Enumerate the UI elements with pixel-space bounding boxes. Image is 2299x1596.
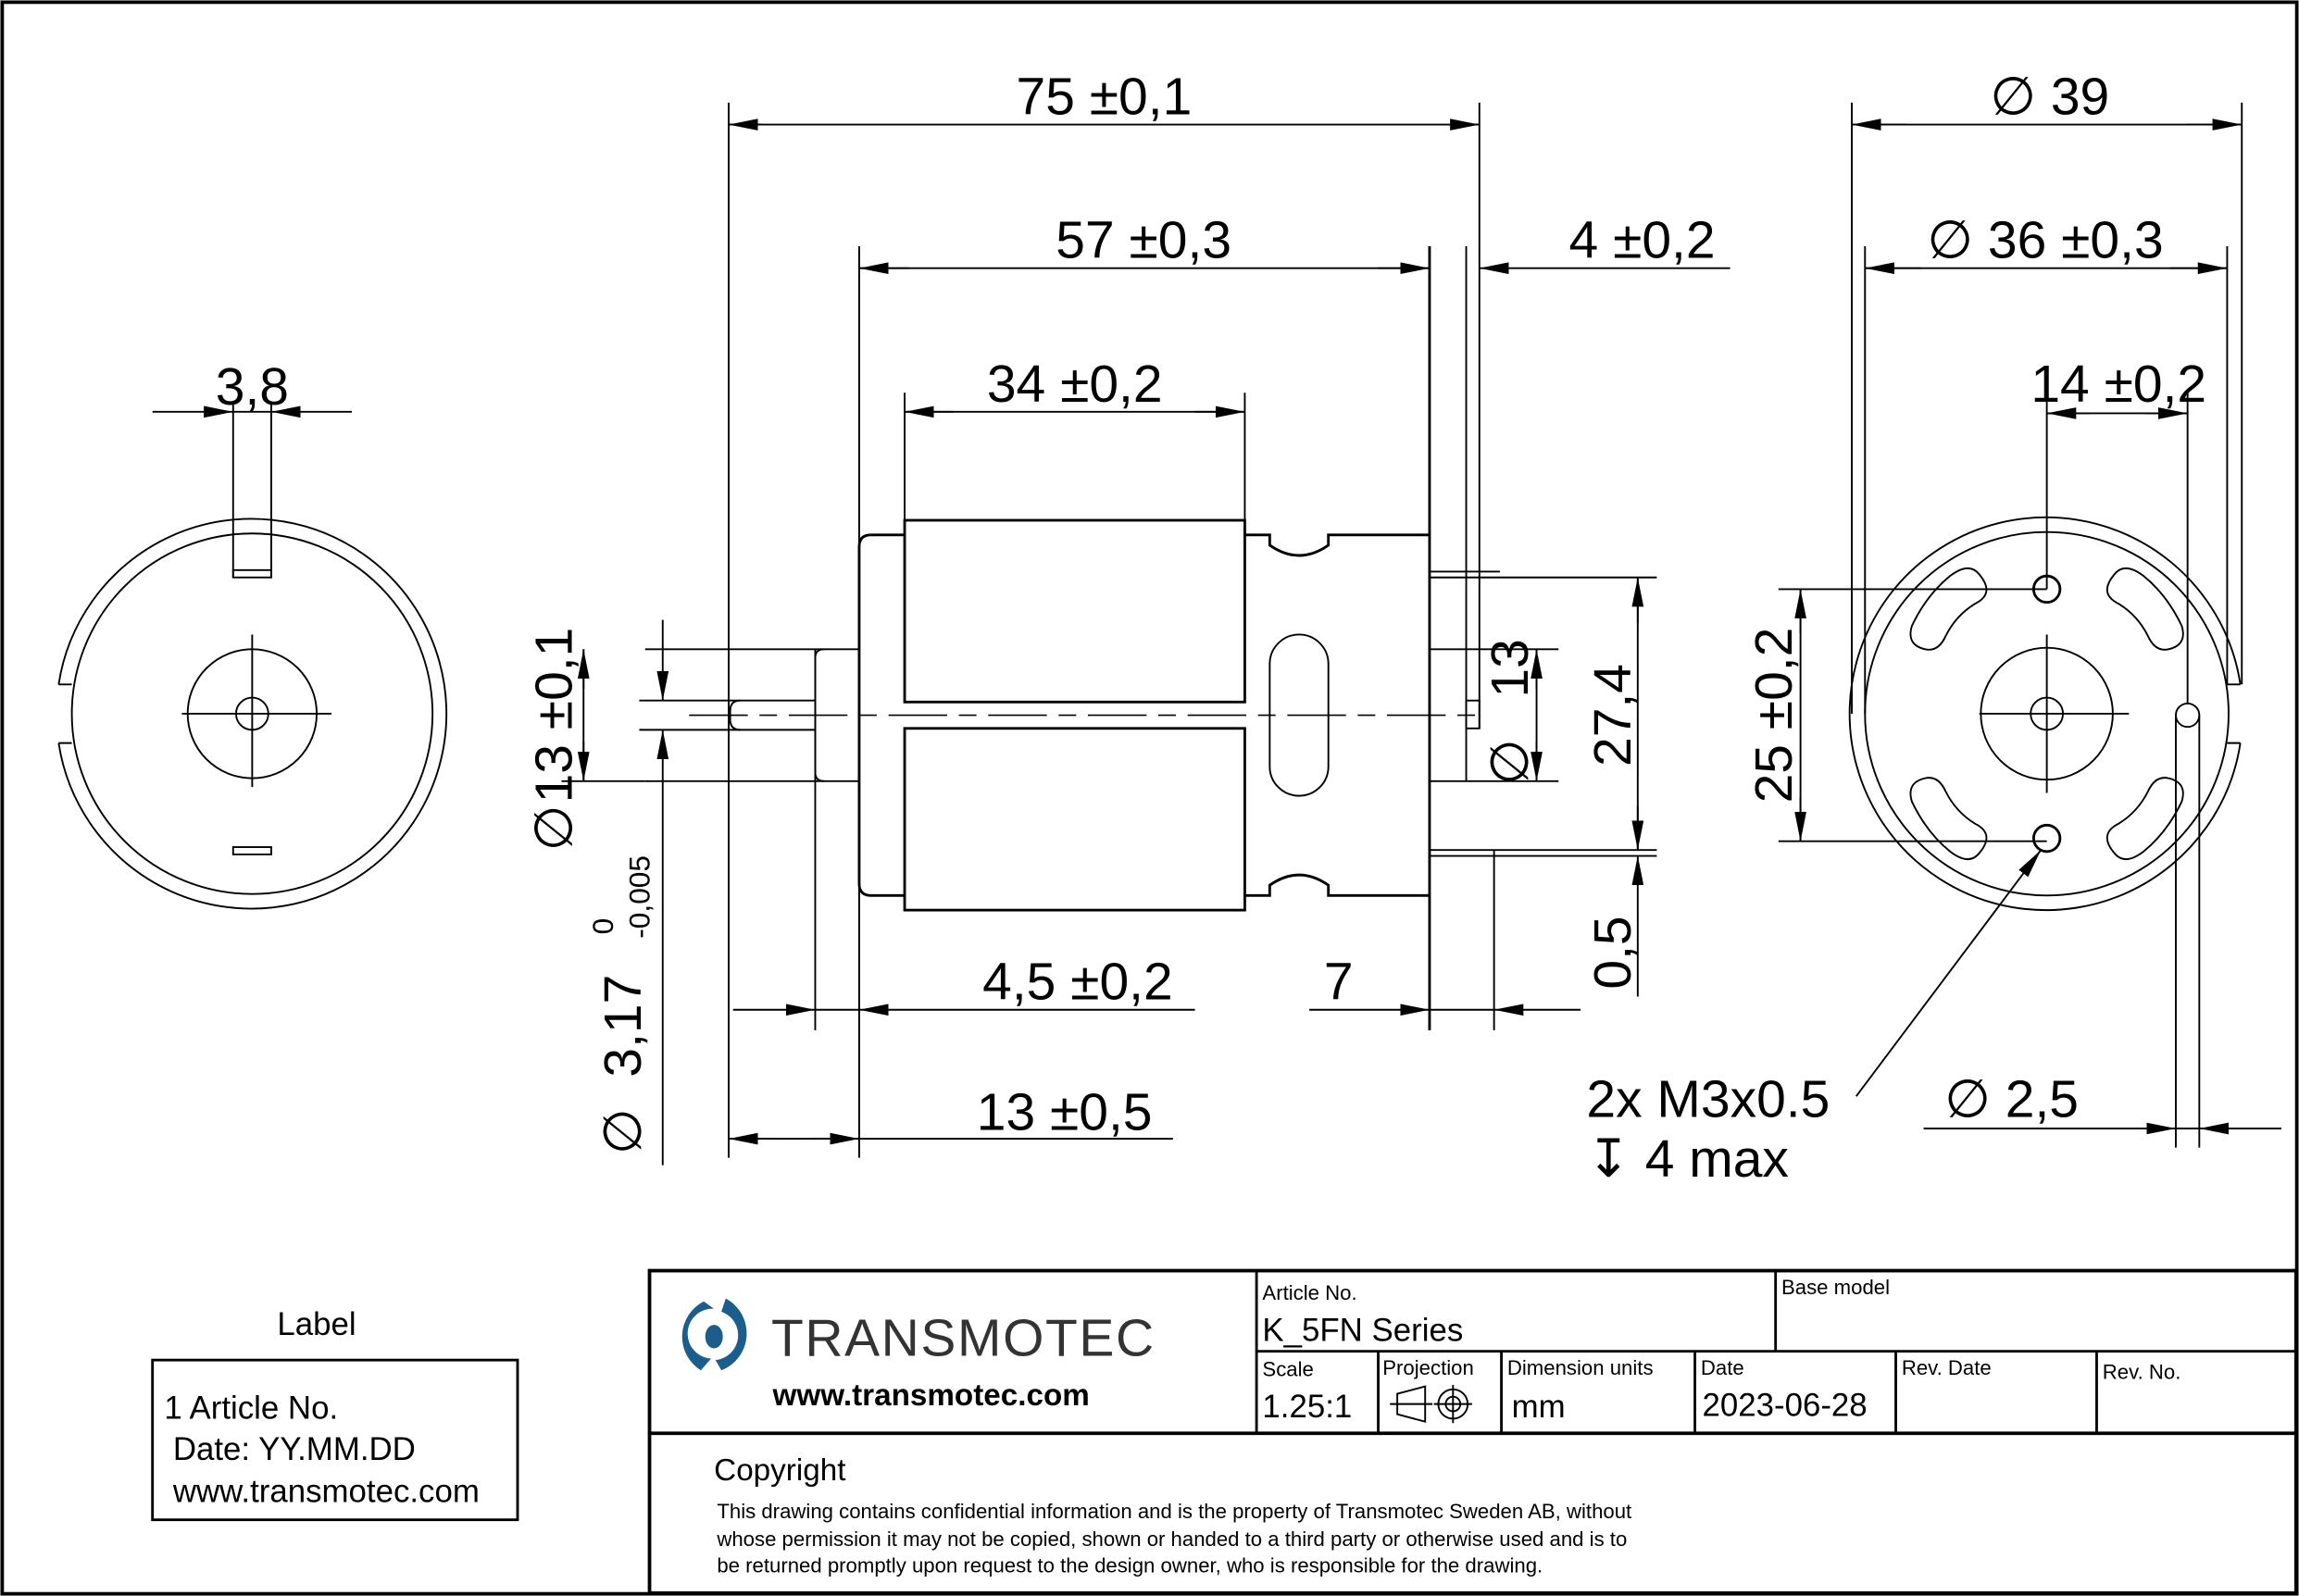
date-value: 2023-06-28: [1702, 1387, 1867, 1423]
dim-terminal-thickness: 0,5: [1583, 916, 1643, 989]
first-angle-projection-icon: [1390, 1385, 1472, 1424]
copyright-line-3: be returned promptly upon request to the…: [717, 1554, 1543, 1577]
date-label: Date: [1701, 1356, 1744, 1379]
shaft-tol-upper: 0: [586, 918, 619, 935]
units-label: Dimension units: [1507, 1356, 1654, 1379]
article-no-value: K_5FN Series: [1262, 1313, 1463, 1349]
brand-website: www.transmotec.com: [772, 1378, 1090, 1413]
label-line-2: Date: YY.MM.DD: [173, 1431, 416, 1467]
dim-terminal-span: 27,4: [1583, 664, 1643, 767]
dim-overall-length: 75 ±0,1: [1017, 67, 1193, 126]
dim-flange-diameter: 13 ±0,1: [525, 628, 584, 804]
thread-depth-symbol: ↧: [1586, 1129, 1631, 1189]
shaft-tol-lower: -0,005: [623, 855, 656, 939]
transmotec-logo-icon: [681, 1298, 747, 1371]
dim-body-diameter: ∅ 36 ±0,3: [1927, 211, 2163, 270]
dim-mount-hole-pitch: 25 ±0,2: [1744, 628, 1804, 804]
diameter-symbol: ∅: [525, 805, 584, 852]
title-block: TRANSMOTEC www.transmotec.com Article No…: [647, 1268, 2298, 1595]
thread-callout: 2x M3x0.5: [1586, 1069, 1830, 1128]
label-title: Label: [277, 1306, 356, 1342]
diameter-symbol: ∅: [593, 1108, 653, 1154]
dim-outer-diameter: ∅ 39: [1990, 67, 2109, 126]
dim-body-length: 57 ±0,3: [1056, 211, 1231, 270]
right-end-view: ∅ 39 ∅ 36 ±0,3 14 ±0,2 25 ±0,2 2x M3x0.5…: [1586, 67, 2281, 1189]
base-model-label: Base model: [1781, 1276, 1890, 1299]
copyright-line-2: whose permission it may not be copied, s…: [716, 1527, 1627, 1551]
left-end-view: 3,8: [57, 357, 448, 910]
thread-depth: 4 max: [1645, 1129, 1789, 1189]
dim-terminal-offset: 7: [1324, 953, 1354, 1012]
dim-terminal-hole-diameter: ∅ 2,5: [1944, 1069, 2079, 1128]
side-view: 75 ±0,1 57 ±0,3 4 ±0,2 34 ±0,2 13 ±0,1 ∅…: [525, 67, 1730, 1166]
dim-shaft-length: 13 ±0,5: [977, 1083, 1153, 1142]
brand-name: TRANSMOTEC: [771, 1308, 1156, 1367]
copyright-title: Copyright: [714, 1453, 845, 1488]
scale-label: Scale: [1262, 1358, 1313, 1381]
dim-flange-length: 4,5 ±0,2: [982, 953, 1173, 1012]
dim-endcap-length: 4 ±0,2: [1569, 211, 1716, 270]
dim-magnet-length: 34 ±0,2: [987, 355, 1163, 414]
dim-terminal-pitch: 14 ±0,2: [2030, 355, 2206, 414]
projection-label: Projection: [1382, 1356, 1474, 1379]
units-value: mm: [1512, 1389, 1566, 1425]
article-no-label: Article No.: [1262, 1281, 1356, 1304]
label-box: Label 1 Article No. Date: YY.MM.DD www.t…: [151, 1306, 519, 1522]
rev-date-label: Rev. Date: [1902, 1356, 1992, 1379]
diameter-symbol: ∅: [1481, 739, 1540, 785]
dim-tab-width: 3,8: [216, 357, 289, 417]
rev-no-label: Rev. No.: [2103, 1361, 2181, 1384]
dim-shaft-diameter: 3,17: [593, 975, 653, 1078]
label-line-3: www.transmotec.com: [172, 1474, 480, 1510]
scale-value: 1.25:1: [1262, 1389, 1352, 1425]
copyright-line-1: This drawing contains confidential infor…: [717, 1500, 1631, 1523]
label-line-1: 1 Article No.: [164, 1390, 338, 1426]
dim-rear-bearing-diameter: 13: [1481, 639, 1540, 697]
